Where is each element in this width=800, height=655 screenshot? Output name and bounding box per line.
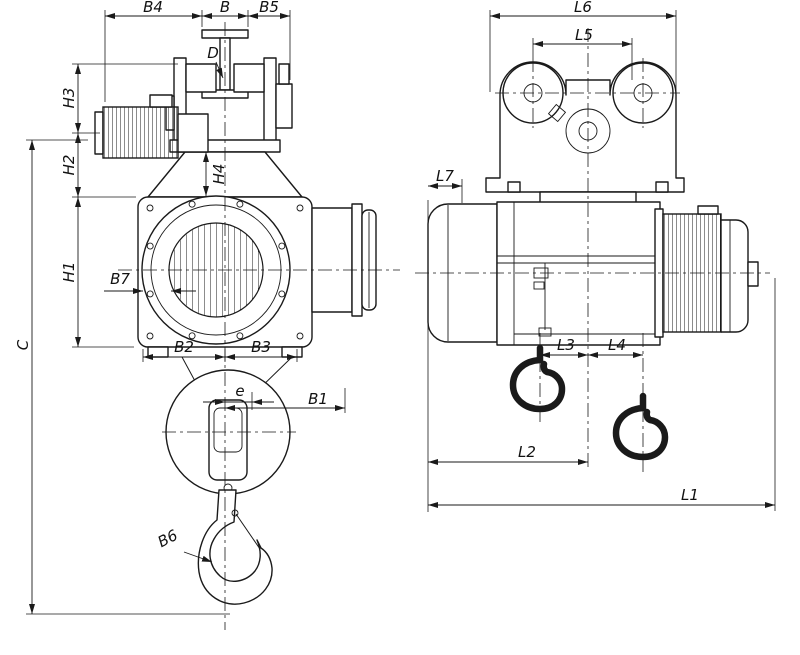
dim-label-b5: B5	[259, 0, 279, 16]
cylinder-body	[311, 207, 353, 313]
hook-shank-plate	[208, 399, 248, 481]
motor-cable-gland	[697, 205, 719, 215]
dim-label-d: D	[207, 44, 219, 62]
dim-label-h2: H2	[60, 155, 78, 176]
hoist-body	[496, 201, 661, 346]
dim-label-b2: B2	[174, 338, 194, 356]
dim-l6: L6	[489, 0, 677, 92]
front-view: B4 B B5 D H3 H2 H1	[14, 0, 400, 630]
dim-d: D	[207, 44, 224, 79]
trolley-wheel-left	[185, 63, 217, 93]
dim-l1: L1	[428, 278, 776, 511]
housing-bolt	[296, 332, 304, 340]
cylinder-ring	[351, 203, 363, 317]
hook-block-front	[165, 356, 293, 495]
dim-label-h4: H4	[210, 164, 228, 185]
side-view: L6 L5 L7 L3 L4	[415, 0, 776, 512]
brake-housing-side	[427, 203, 498, 343]
drum-bolt-holes	[146, 200, 286, 340]
housing-bolt	[146, 204, 154, 212]
trolley-side-plate-right	[263, 57, 277, 143]
brake-housing	[427, 203, 498, 343]
trolley-foot-left	[507, 181, 521, 193]
dim-b2-b3: B2 B3	[142, 338, 298, 362]
dim-label-b7: B7	[110, 270, 130, 288]
trolley-wheel-right	[233, 63, 265, 93]
dim-h-chain: H3 H2 H1	[60, 63, 178, 348]
trolley-drive-right	[275, 83, 293, 129]
dim-b4-b-b5: B4 B B5	[104, 0, 291, 102]
hook-side-near	[509, 344, 566, 413]
dim-b1: B1	[225, 388, 346, 413]
trolley-drive-top	[278, 63, 290, 85]
hoist-motor-front	[94, 94, 209, 159]
hook-body	[197, 489, 273, 605]
terminal-box	[149, 94, 173, 108]
dim-l5: L5	[532, 26, 633, 80]
dimensions-side: L6 L5 L7 L3 L4	[427, 0, 776, 512]
safety-latch	[235, 513, 261, 550]
hook-side-far	[612, 392, 669, 461]
rope-guide-cylinder	[311, 203, 377, 317]
dim-l7: L7	[428, 167, 463, 203]
motor-flange	[177, 113, 209, 153]
dim-label-l2: L2	[518, 443, 536, 461]
hook-front	[197, 489, 273, 605]
motor-cap-side	[720, 219, 749, 333]
dim-label-l5: L5	[575, 26, 593, 44]
motor-side	[654, 205, 759, 338]
motor-terminal-bump	[747, 261, 759, 287]
dim-label-b3: B3	[251, 338, 271, 356]
centerlines-front	[118, 22, 400, 630]
trolley-side	[485, 61, 685, 205]
dim-h4: H4	[203, 152, 228, 196]
hooks-side	[509, 344, 669, 461]
dim-l2: L2	[427, 200, 588, 512]
latch-pivot	[231, 509, 239, 517]
dim-label-b4: B4	[143, 0, 163, 16]
dim-label-l7: L7	[436, 167, 454, 185]
dim-label-l1: L1	[681, 486, 699, 504]
housing-bolt	[296, 204, 304, 212]
dim-b7: B7	[104, 270, 196, 294]
dim-label-l4: L4	[608, 336, 626, 354]
dim-label-l6: L6	[574, 0, 592, 16]
hoist-body-side	[496, 201, 661, 346]
mount-lug-left	[147, 346, 169, 358]
dim-label-e: e	[235, 382, 244, 400]
motor-fins	[102, 106, 179, 159]
rope-guide-foot	[538, 327, 552, 337]
dim-c: C	[14, 139, 230, 615]
dim-label-b: B	[220, 0, 230, 16]
dim-label-b6: B6	[155, 526, 181, 551]
limit-switch-block-small	[533, 281, 545, 290]
adjusting-bolt	[547, 103, 567, 123]
dim-label-l3: L3	[557, 336, 575, 354]
trolley-foot-right	[655, 181, 669, 193]
mount-lug-right	[281, 346, 303, 358]
centerlines-side	[415, 28, 770, 474]
trolley-front	[147, 57, 303, 198]
dim-label-b1: B1	[308, 390, 328, 408]
housing-bolt	[146, 332, 154, 340]
dim-label-h3: H3	[60, 88, 78, 109]
dim-label-c: C	[14, 339, 32, 350]
dim-label-h1: H1	[60, 262, 78, 283]
dim-l3-l4: L3 L4	[540, 336, 643, 358]
